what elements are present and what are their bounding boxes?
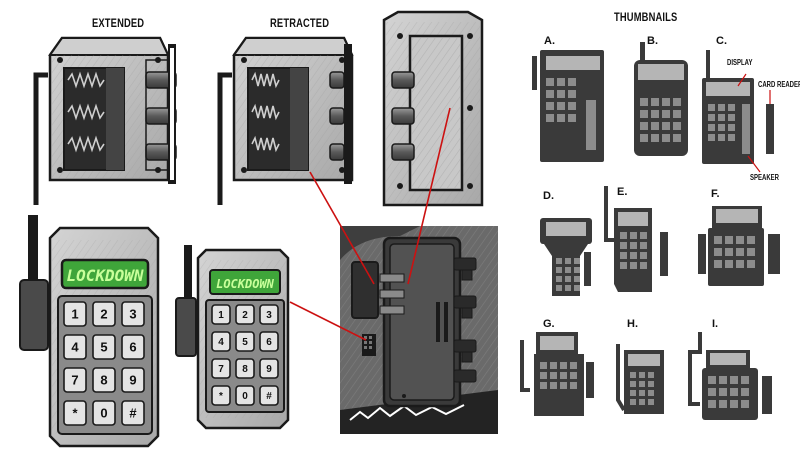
keypad-key[interactable] <box>259 304 279 325</box>
thumbnail-e <box>604 186 668 292</box>
keypad-key-label: 3 <box>129 307 136 322</box>
thumb-label-c: C. <box>716 35 727 47</box>
keypad-key[interactable] <box>235 331 255 352</box>
keypad-key-label: 0 <box>100 406 107 421</box>
keypad-key[interactable] <box>235 304 255 325</box>
callout-card-reader: CARD READER <box>758 80 800 89</box>
keypad-key-label: 4 <box>218 337 224 348</box>
thumb-label-b: B. <box>647 35 658 47</box>
keypad-key-label: 6 <box>129 340 136 355</box>
thumbnail-c <box>702 50 774 173</box>
keypad-key[interactable] <box>92 400 116 426</box>
thumb-label-h: H. <box>627 318 638 330</box>
keypad-key-label: 1 <box>218 310 224 321</box>
keypad-key[interactable] <box>63 400 87 426</box>
keypad-key[interactable] <box>259 385 279 406</box>
callout-speaker: SPEAKER <box>750 173 780 182</box>
lock-extended <box>33 36 177 205</box>
lcd-text-large: LOCKDOWN <box>66 266 143 285</box>
thumb-label-e: E. <box>617 186 628 198</box>
keypad-key[interactable] <box>235 385 255 406</box>
heading-retracted: RETRACTED <box>270 16 330 30</box>
keypad-key-label: 2 <box>242 310 248 321</box>
keypad-key[interactable] <box>259 331 279 352</box>
keypad-key-label: # <box>266 391 272 402</box>
keypad-key[interactable] <box>211 385 231 406</box>
thumbnail-i <box>688 332 772 420</box>
thumb-label-f: F. <box>711 188 720 200</box>
scene-panel <box>340 226 498 434</box>
keypad-key[interactable] <box>121 400 145 426</box>
keypad-key[interactable] <box>259 358 279 379</box>
thumb-label-a: A. <box>544 35 555 47</box>
keypad-key-label: 0 <box>242 391 248 402</box>
keypad-key-label: 8 <box>100 373 107 388</box>
keypad-key[interactable] <box>92 334 116 360</box>
keypad-key[interactable] <box>211 331 231 352</box>
thumbnail-d <box>540 218 592 296</box>
keypad-key-label: * <box>219 391 223 402</box>
heading-thumbnails: THUMBNAILS <box>614 10 678 24</box>
thumbnail-f <box>698 206 780 286</box>
thumb-label-d: D. <box>543 190 554 202</box>
callout-connectors <box>289 107 451 341</box>
keypad-key[interactable] <box>92 301 116 327</box>
keypad-key-label: 8 <box>242 364 248 375</box>
keypad-key[interactable] <box>63 301 87 327</box>
keypad-key[interactable] <box>211 304 231 325</box>
keypad-key-label: 9 <box>129 373 136 388</box>
keypad-key-label: 2 <box>100 307 107 322</box>
keypad-small-keys: 1 2 3 4 5 6 7 8 9 * 0 # <box>211 304 279 406</box>
keypad-key[interactable] <box>121 301 145 327</box>
keypad-key[interactable] <box>63 334 87 360</box>
lock-retracted <box>217 36 354 205</box>
keypad-key-label: 6 <box>266 337 272 348</box>
keypad-key-label: 5 <box>242 337 248 348</box>
thumbnail-g <box>520 332 594 416</box>
thumb-label-i: I. <box>712 318 719 330</box>
thumb-label-g: G. <box>543 318 555 330</box>
thumbnail-h <box>616 344 664 414</box>
thumbnail-a <box>532 50 604 162</box>
keypad-key[interactable] <box>235 358 255 379</box>
keypad-key-label: 5 <box>100 340 107 355</box>
keypad-key-label: 7 <box>218 364 224 375</box>
thumbnail-b <box>634 42 688 156</box>
keypad-key[interactable] <box>92 367 116 393</box>
lcd-text-small: LOCKDOWN <box>216 277 275 291</box>
keypad-key-label: * <box>72 406 78 421</box>
heading-extended: EXTENDED <box>92 16 145 30</box>
keypad-key[interactable] <box>211 358 231 379</box>
keypad-key-label: # <box>129 406 137 421</box>
keypad-key-label: 7 <box>71 373 78 388</box>
callout-display: DISPLAY <box>727 58 753 67</box>
keypad-key[interactable] <box>63 367 87 393</box>
keypad-key-label: 4 <box>71 340 79 355</box>
keypad-key[interactable] <box>121 334 145 360</box>
keypad-key-label: 3 <box>266 310 272 321</box>
keypad-key-label: 1 <box>71 307 78 322</box>
keypad-large-keys: 1 2 3 4 5 6 7 8 9 * 0 # <box>63 301 145 426</box>
keypad-key-label: 9 <box>266 364 272 375</box>
keypad-key[interactable] <box>121 367 145 393</box>
